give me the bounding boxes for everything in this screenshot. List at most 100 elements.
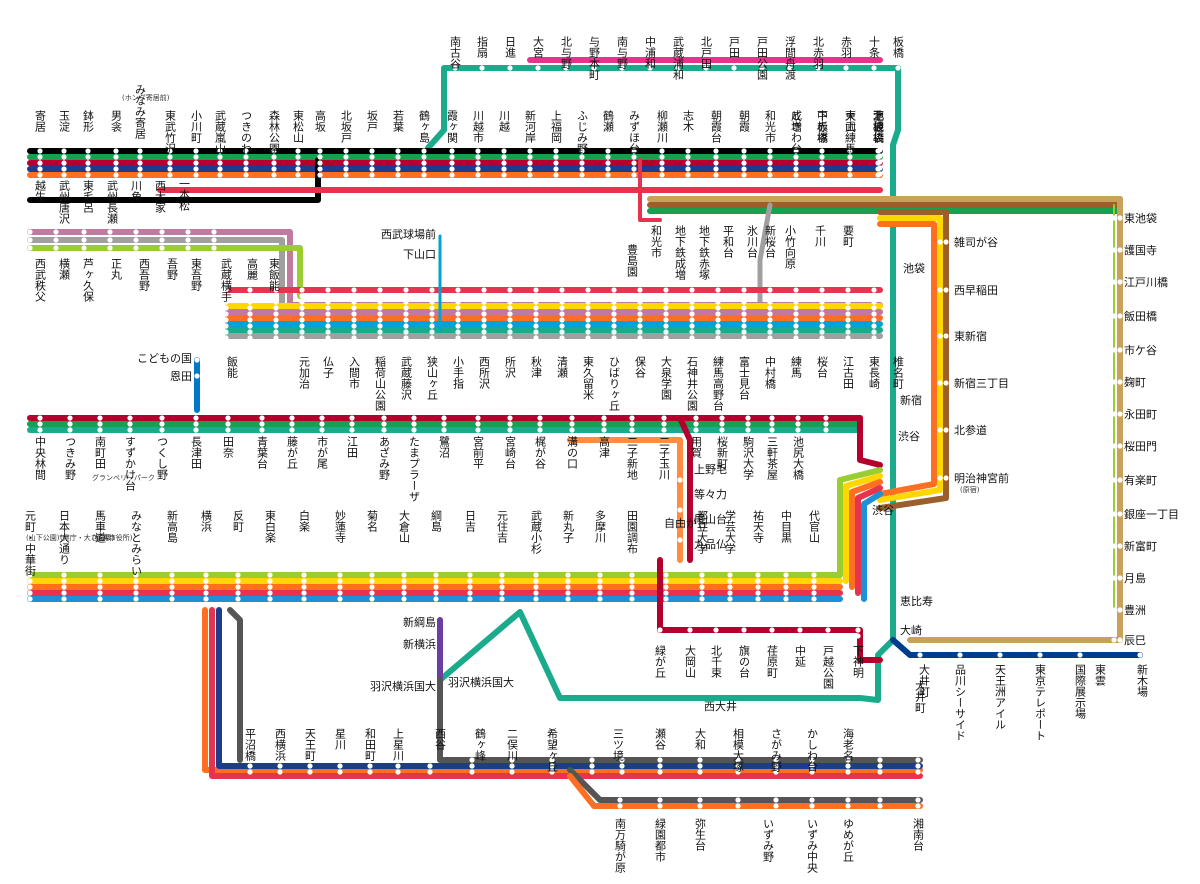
station-label-saikyo-8[interactable]: 武蔵浦和 [672,36,685,81]
station-label-tojo-18[interactable]: 川越 [498,110,511,133]
station-label-denen-20[interactable]: 二子玉川 [658,436,671,480]
station-label-toyoko-16[interactable]: 新丸子 [562,509,575,543]
station-label-tojo-23[interactable]: みずほ台 [628,110,641,154]
station-label-tojo-14[interactable]: 若葉 [392,110,405,132]
station-label-saikyo-15[interactable]: 十条 [868,35,881,58]
station-label-fuku-east-5[interactable]: 明治神宮前 [954,471,1009,485]
station-label-seibu-main-21[interactable]: 桜台 [816,355,829,378]
station-label-izumino-0[interactable]: 南万騎が原 [614,818,627,873]
station-label-chichibu-3[interactable]: 正丸 [110,258,123,281]
station-label-toyoko-8[interactable]: 白楽 [298,509,311,533]
station-label-toyoko-21[interactable]: 学芸大学 [724,509,737,554]
station-label-denen-6[interactable]: 田奈 [222,436,235,458]
station-label-fuku-east-2[interactable]: 東新宿 [954,329,987,343]
station-label-seibu-main-7[interactable]: 小手指 [452,356,465,390]
station-label-tojo-25[interactable]: 志木 [682,110,695,133]
station-label-jr-1[interactable]: 新宿 [900,393,922,407]
station-label-tojo-extra-3[interactable]: 下板橋 [872,110,885,144]
station-label-saikyo-6[interactable]: 南与野 [616,36,629,69]
station-label-yura-east-10[interactable]: 新富町 [1124,539,1157,553]
station-label-saikyo-1[interactable]: 指扇 [476,35,489,59]
station-label-sotetsu-10[interactable]: 三ツ境 [612,728,625,761]
station-label-seibu-main-2[interactable]: 仏子 [322,356,335,378]
station-label-fuku-east-1[interactable]: 西早稲田 [954,284,998,297]
station-label-ogose-1[interactable]: 武州唐沢 [58,180,71,225]
station-label-chichibu-8[interactable]: 高麗 [246,257,259,281]
station-label-tojo-27[interactable]: 朝霞 [738,110,751,133]
station-label-sotetsu-9[interactable]: 希望ヶ丘 [546,727,559,772]
station-label-shibuya[interactable]: 渋谷 [872,504,894,517]
station-label-yura-east-1[interactable]: 護国寺 [1124,243,1157,257]
station-label-shimoyamaguchi[interactable]: 下山口 [403,248,436,261]
station-label-toyoko-4[interactable]: 新高島 [166,509,179,544]
station-label-jr-0[interactable]: 池袋 [903,261,925,275]
station-label-shinkiba[interactable]: 新木場 [1136,663,1149,698]
station-label-ogose-3[interactable]: 武州長瀬 [106,180,119,225]
station-label-sotetsu-0[interactable]: 平沼橋 [244,728,257,762]
station-label-denen-17[interactable]: 溝の口 [566,436,579,469]
station-label-tojo-extra-5[interactable]: 池袋 [872,110,885,132]
station-label-rinkai-1[interactable]: 品川シーサイド [954,664,967,741]
station-label-sotetsu-12[interactable]: 大和 [694,727,707,751]
station-label-rinkai-3[interactable]: 東京テレポート [1034,664,1047,741]
station-label-chichibu-2[interactable]: 芦ヶ久保 [82,258,95,303]
station-label-ogose-2[interactable]: 東毛呂 [82,180,95,214]
station-label-yuraku-0[interactable]: 和光市 [650,225,663,259]
station-label-denen-25[interactable]: 池尻大橋 [792,436,805,481]
station-label-tojo-30[interactable]: 下赤塚 [816,110,829,143]
station-label-yuraku-2[interactable]: 地下鉄赤塚 [698,225,711,280]
station-label-tojo-12[interactable]: 北坂戸 [340,110,353,144]
station-label-meguro-3[interactable]: 旗の台 [738,644,751,678]
station-label-yura-east-6[interactable]: 永田町 [1124,407,1157,421]
station-label-tojo-32[interactable]: 上板橋 [872,110,885,144]
station-label-denen-4[interactable]: つくし野 [156,436,169,480]
station-label-yura-east-5[interactable]: 麹町 [1124,375,1146,389]
station-label-saikyo-7[interactable]: 中浦和 [644,36,657,70]
station-label-rinkai-5[interactable]: 東雲 [1094,664,1107,687]
station-label-tojo-extra-0[interactable]: ときわ台 [790,110,803,154]
station-label-seibu-main-12[interactable]: 東久留米 [582,356,595,401]
station-label-saikyo-2[interactable]: 日進 [504,36,517,58]
station-label-denen-19[interactable]: 二子新地 [626,436,639,480]
station-label-yura-east-8[interactable]: 有楽町 [1124,473,1157,487]
station-label-tojo-2[interactable]: 鉢形 [82,109,95,133]
station-label-tojo-8[interactable]: つきのわ [240,110,253,154]
station-label-onda[interactable]: 恩田 [170,370,192,383]
station-label-tojo-5[interactable]: 東武竹沢 [164,110,177,155]
station-label-tojo-4[interactable]: みなみ寄居 [134,84,147,140]
station-label-toyoko-14[interactable]: 元住吉 [496,510,509,544]
station-label-tojo-1[interactable]: 玉淀 [58,110,71,133]
station-label-sotetsu-14[interactable]: さがみ野 [770,728,783,772]
station-label-fuku-east-0[interactable]: 雑司が谷 [954,235,998,249]
station-label-saikyo-5[interactable]: 与野本町 [588,36,601,80]
station-label-tojo-15[interactable]: 鶴ヶ島 [418,109,431,144]
station-label-toyoko-13[interactable]: 日吉 [464,510,477,533]
station-label-seibu-main-14[interactable]: 保谷 [634,355,647,379]
station-label-ogose-6[interactable]: 一本松 [178,178,191,211]
station-label-denen-15[interactable]: 宮崎台 [504,435,517,469]
station-label-seibu-main-15[interactable]: 大泉学園 [660,355,673,401]
station-label-tojo-10[interactable]: 東松山 [292,110,305,143]
station-label-oimachi-end[interactable]: 大井町 [914,679,927,713]
station-label-seibu-main-22[interactable]: 江古田 [842,356,855,389]
station-label-shintsuna[interactable]: 新綱島 [403,615,436,629]
station-label-seibu-main-8[interactable]: 西所沢 [478,356,491,390]
station-label-saikyo-13[interactable]: 北赤羽 [812,36,825,69]
station-label-seibu-main-1[interactable]: 元加治 [298,356,311,390]
station-label-saikyo-16[interactable]: 板橋 [892,35,905,59]
station-label-seibu-main-9[interactable]: 所沢 [504,356,517,379]
station-label-seibu-main-3[interactable]: 入間市 [348,356,361,390]
station-label-izumino-2[interactable]: 弥生台 [694,817,707,851]
station-label-seibu-main-18[interactable]: 富士見台 [738,355,751,400]
station-label-yura-east-2[interactable]: 江戸川橋 [1124,275,1168,289]
station-label-yuraku-7[interactable]: 千川 [814,225,827,247]
station-label-toyoko-7[interactable]: 東白楽 [264,510,277,544]
station-label-yura-east-9[interactable]: 銀座一丁目 [1124,507,1179,521]
station-label-toyoko-11[interactable]: 大倉山 [398,509,411,543]
station-label-tojo-28[interactable]: 和光市 [764,110,777,144]
station-label-sotetsu-4[interactable]: 和田町 [364,728,377,761]
station-label-izumino-6[interactable]: 湘南台 [912,817,925,851]
station-label-hazawa-r[interactable]: 羽沢横浜国大 [448,675,514,689]
station-label-chichibu-5[interactable]: 吾野 [166,258,179,280]
station-label-saikyo-4[interactable]: 北与野 [560,36,573,69]
